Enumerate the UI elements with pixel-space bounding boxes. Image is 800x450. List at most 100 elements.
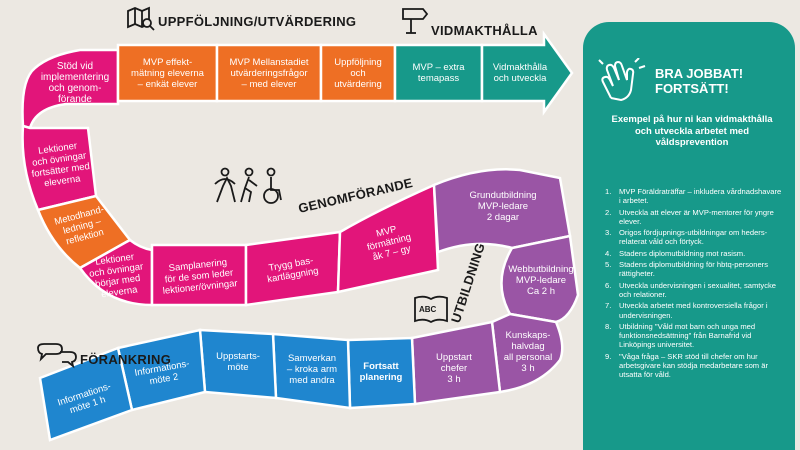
step-line: Kunskaps- <box>505 330 551 341</box>
step-line: Ca 2 h <box>526 285 555 297</box>
segment-mvp-extra <box>393 43 484 103</box>
map-search-icon <box>127 6 155 31</box>
step-line: och utveckla <box>493 73 547 84</box>
panel-list-item: 5. Stadens diplomutbildning för hbtq-pers… <box>605 260 783 278</box>
panel-list-item: 2. Utveckla att elever är MVP-mentorer fö… <box>605 208 783 226</box>
step-line: planering <box>359 372 403 383</box>
panel-list-item-text: Utveckla undervisningen i sexualitet, sa… <box>619 280 777 299</box>
tips-panel: BRA JOBBAT! FORTSÄTT! Exempel på hur ni … <box>583 22 795 450</box>
panel-list-item: 7. Utveckla arbetet med kontroversiella f… <box>605 301 783 319</box>
clapping-hands-icon <box>598 58 646 102</box>
abc-book-icon: ABC <box>414 295 448 324</box>
panel-list-item: 4. Stadens diplomutbildning mot rasism. <box>605 249 783 258</box>
step-line: utvärderingsfrågor <box>230 67 308 79</box>
step-line: Stöd vid <box>56 61 94 72</box>
step-line: temapass <box>417 73 460 84</box>
panel-list-item-text: MVP Föräldraträffar – inkludera vårdnads… <box>619 187 782 206</box>
step-line: Webbutbildning <box>508 263 574 275</box>
segment-informationsmote1 <box>38 346 134 442</box>
panel-list-item-text: Stadens diplomutbildning för hbtq-person… <box>619 260 769 279</box>
step-line: med andra <box>289 374 335 386</box>
panel-list-item-number: 8. <box>605 321 612 331</box>
segment-uppfoljning <box>319 43 397 103</box>
segment-vidmakthalla-arrow <box>480 30 574 116</box>
step-line: möte <box>227 362 249 373</box>
step-line: MVP-ledare <box>477 200 529 212</box>
step-line: MVP-ledare <box>515 274 567 286</box>
segment-kunskapshalvdag <box>490 312 564 394</box>
panel-list-item-text: Utbildning "Våld mot barn och unga med f… <box>619 321 756 350</box>
panel-list-item: 1. MVP Föräldraträffar – inkludera vårdna… <box>605 187 783 205</box>
step-uppstartsmote: Uppstarts-möte <box>202 332 274 392</box>
phase-title-vidmakthalla: VIDMAKTHÅLLA <box>431 23 538 38</box>
step-line: halvdag <box>511 341 545 352</box>
step-mvp-effekt: MVP effekt-mätning eleverna– enkät eleve… <box>118 45 217 101</box>
panel-list-item-text: Utveckla arbetet med kontroversiella frå… <box>619 301 768 320</box>
segment-grundutbildning <box>432 168 572 254</box>
segment-lektioner-fortsatter <box>21 124 98 212</box>
people-icon <box>214 167 282 204</box>
panel-list-item-number: 6. <box>605 280 612 290</box>
panel-list-item-number: 9. <box>605 351 612 361</box>
panel-title-line1: BRA JOBBAT! <box>655 66 744 81</box>
step-line: – med elever <box>241 78 297 90</box>
segment-stod-implementering <box>21 48 120 130</box>
segment-samplanering <box>150 243 248 307</box>
panel-title: BRA JOBBAT! FORTSÄTT! <box>655 66 785 96</box>
step-line: Grundutbildning <box>469 189 537 201</box>
step-line: 3 h <box>521 363 535 374</box>
step-line: Uppstarts- <box>216 351 260 362</box>
segment-mvp-effekt <box>116 43 219 103</box>
step-line: MVP – extra <box>412 62 465 73</box>
panel-list-item-text: "Våga fråga – SKR stöd till chefer om hu… <box>619 351 768 380</box>
panel-list-item: 6. Utveckla undervisningen i sexualitet, … <box>605 281 783 299</box>
panel-list-item-text: Origos fördjupnings-utbildningar om hede… <box>619 228 768 247</box>
panel-list-item-text: Stadens diplomutbildning mot rasism. <box>619 248 746 258</box>
step-line: – kroka arm <box>286 363 338 375</box>
step-line: och genom- <box>48 83 102 94</box>
step-line: – enkät elever <box>137 78 198 90</box>
panel-list-item-number: 1. <box>605 187 612 196</box>
phase-title-uppfoljning: UPPFÖLJNING/UTVÄRDERING <box>158 14 357 29</box>
step-line: implementering <box>40 72 110 83</box>
step-line: Samverkan <box>287 352 337 364</box>
panel-list-item-text: Utveckla att elever är MVP-mentorer för … <box>619 207 774 226</box>
step-line: all personal <box>503 352 553 363</box>
panel-intro: Exempel på hur ni kan vidmakthålla och u… <box>611 114 773 148</box>
step-line: förande <box>58 94 92 105</box>
step-line: MVP Mellanstadiet <box>229 56 309 68</box>
panel-list-item: 9. "Våga fråga – SKR stöd till chefer om … <box>605 352 783 380</box>
panel-list-item-number: 4. <box>605 248 612 258</box>
step-line: och <box>350 67 366 79</box>
panel-title-line2: FORTSÄTT! <box>655 81 729 96</box>
panel-list-item: 8. Utbildning "Våld mot barn och unga med… <box>605 322 783 350</box>
panel-list-item-number: 7. <box>605 301 612 311</box>
step-line: Vidmakthålla <box>492 62 548 73</box>
step-line: 2 dagar <box>486 211 520 223</box>
panel-list-item-number: 2. <box>605 207 612 217</box>
step-line: MVP effekt- <box>142 56 193 68</box>
panel-list: 1. MVP Föräldraträffar – inkludera vårdna… <box>605 187 783 382</box>
step-line: 3 h <box>447 373 461 385</box>
step-line: Fortsatt <box>363 361 399 372</box>
step-line: utvärdering <box>334 78 382 90</box>
panel-list-item-number: 5. <box>605 260 612 270</box>
panel-list-item-number: 3. <box>605 228 612 238</box>
phase-title-forankring: FÖRANKRING <box>80 352 172 367</box>
step-line: Uppföljning <box>334 56 382 68</box>
